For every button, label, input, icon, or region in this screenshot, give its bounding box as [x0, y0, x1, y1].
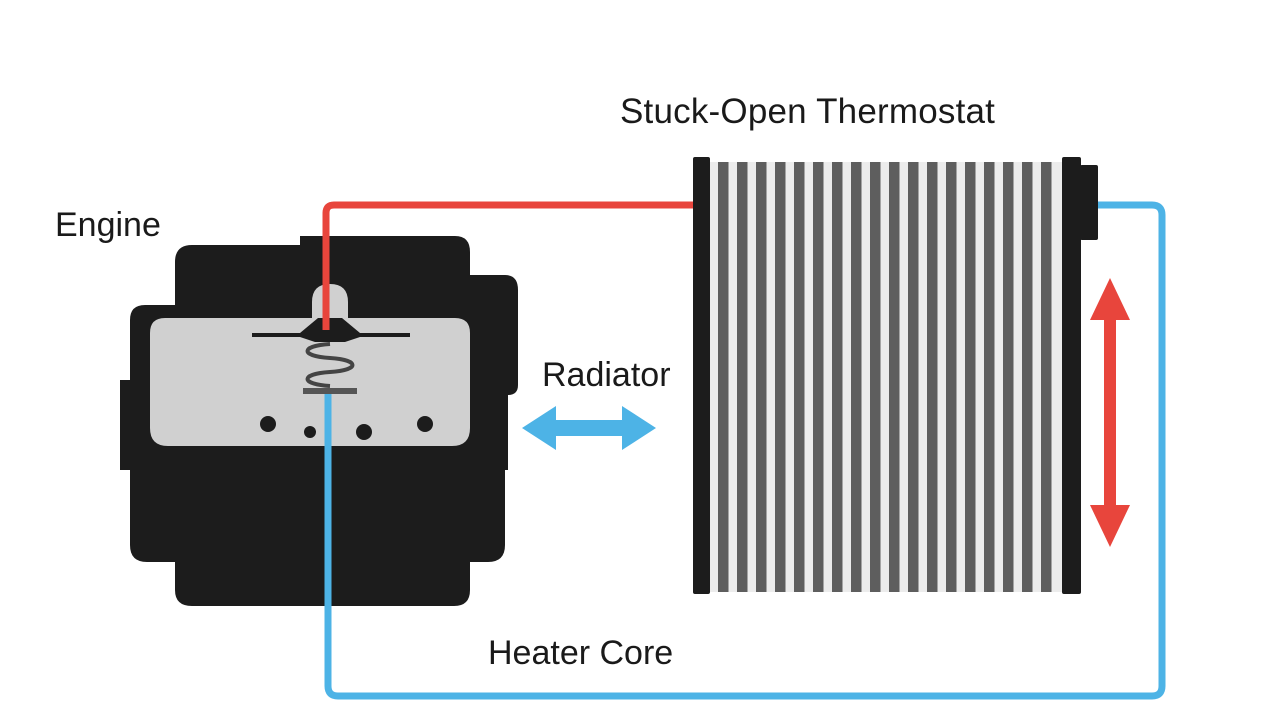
radiator-fin	[775, 162, 786, 592]
radiator-fin	[908, 162, 919, 592]
thermostat-base	[303, 388, 357, 394]
thermostat-spring-icon	[252, 318, 410, 394]
radiator-fin	[1022, 162, 1033, 592]
hoses	[322, 201, 1166, 700]
thermostat-valve	[252, 318, 410, 342]
radiator-fin	[1003, 162, 1014, 592]
radiator-fin	[832, 162, 843, 592]
radiator-fin	[965, 162, 976, 592]
engine-port	[356, 424, 372, 440]
radiator-label: Radiator	[542, 356, 671, 394]
radiator-left-tank	[693, 157, 710, 594]
engine-port	[304, 426, 316, 438]
radiator-fin	[794, 162, 805, 592]
radiator-fin	[718, 162, 729, 592]
double-arrow-vertical-icon	[1090, 278, 1130, 547]
radiator-fin	[1041, 162, 1052, 592]
radiator-fin	[984, 162, 995, 592]
heater-core-label: Heater Core	[488, 634, 674, 672]
hot-hose	[322, 201, 693, 330]
radiator-fin	[851, 162, 862, 592]
radiator-fin	[889, 162, 900, 592]
engine-port	[417, 416, 433, 432]
radiator-fins	[718, 162, 1052, 592]
radiator	[693, 157, 1098, 594]
radiator-cap	[1080, 165, 1098, 240]
radiator-fin	[756, 162, 767, 592]
radiator-fin	[737, 162, 748, 592]
radiator-fin	[927, 162, 938, 592]
engine-label: Engine	[55, 206, 161, 244]
radiator-fin	[813, 162, 824, 592]
cool-hose	[324, 201, 1166, 700]
engine-panel	[150, 284, 470, 446]
engine-port	[260, 416, 276, 432]
thermostat-spring	[305, 342, 355, 388]
radiator-fin	[870, 162, 881, 592]
engine-block	[120, 236, 518, 606]
radiator-right-tank	[1062, 157, 1081, 594]
radiator-fin	[946, 162, 957, 592]
diagram-title: Stuck-Open Thermostat	[620, 92, 996, 131]
double-arrow-horizontal-icon	[522, 406, 656, 450]
